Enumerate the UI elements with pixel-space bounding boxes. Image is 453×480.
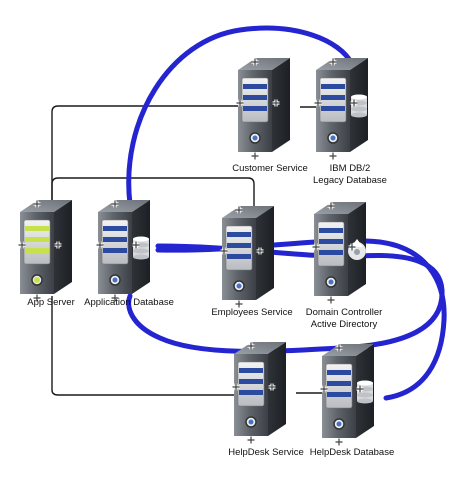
connector-bottom-icon: [111, 294, 119, 302]
connector-right-icon: [268, 383, 276, 391]
drive-bay: [25, 237, 49, 242]
label-app-server: App Server: [27, 297, 75, 308]
drive-bay: [239, 390, 263, 395]
server-ibm-db2[interactable]: [314, 58, 369, 160]
drive-bay: [239, 379, 263, 384]
drive-bay: [243, 95, 267, 100]
server-helpdesk-service[interactable]: [232, 342, 287, 444]
connector-left-icon: [232, 383, 240, 391]
connector-top-icon: [335, 344, 343, 352]
connector-bottom-icon: [33, 294, 41, 302]
connector-top-icon: [33, 200, 41, 208]
drive-bay: [319, 250, 343, 255]
label-helpdesk-database: HelpDesk Database: [309, 447, 395, 458]
drive-bay: [243, 106, 267, 111]
database-icon: [357, 380, 373, 404]
connector-left-icon: [236, 99, 244, 107]
connector-right-icon: [350, 99, 358, 107]
connector-bottom-icon: [327, 296, 335, 304]
link-app-server-helpdesk-service: [51, 296, 236, 396]
connector-left-icon: [18, 241, 26, 249]
drive-bay: [327, 381, 351, 386]
drive-bay: [227, 243, 251, 248]
drive-bay: [227, 254, 251, 259]
connector-right-icon: [256, 247, 264, 255]
drive-bay: [25, 226, 49, 231]
thin-links: [51, 105, 324, 396]
drive-bay: [103, 248, 127, 253]
connector-right-icon: [54, 241, 62, 249]
drive-bay: [321, 106, 345, 111]
server-app-server[interactable]: [18, 200, 73, 302]
connector-top-icon: [327, 202, 335, 210]
link-app-server-customer-service: [51, 105, 240, 205]
label-customer-service: Customer Service: [232, 163, 308, 174]
connector-top-icon: [235, 206, 243, 214]
connector-bottom-icon: [329, 152, 337, 160]
drive-bay: [239, 368, 263, 373]
drive-bay: [103, 226, 127, 231]
connector-right-icon: [132, 241, 140, 249]
server-employees-service[interactable]: [220, 206, 275, 308]
connector-bottom-icon: [335, 438, 343, 446]
server-application-database[interactable]: [96, 200, 151, 302]
link-app-server-employees-service: [51, 177, 255, 212]
connector-left-icon: [220, 247, 228, 255]
server-customer-service[interactable]: [236, 58, 291, 160]
connector-bottom-icon: [247, 436, 255, 444]
label-application-database: Application Database: [84, 297, 174, 308]
server-helpdesk-database[interactable]: [320, 344, 375, 446]
drive-bay: [25, 248, 49, 253]
drive-bay: [321, 95, 345, 100]
connector-top-icon: [329, 58, 337, 66]
connector-top-icon: [247, 342, 255, 350]
connector-left-icon: [96, 241, 104, 249]
label-helpdesk-service: HelpDesk Service: [228, 447, 304, 458]
connector-left-icon: [314, 99, 322, 107]
drive-bay: [227, 232, 251, 237]
connector-left-icon: [312, 243, 320, 251]
drive-bay: [319, 239, 343, 244]
drive-bay: [327, 370, 351, 375]
drive-bay: [103, 237, 127, 242]
link-application-database-domain-controller: [126, 243, 445, 354]
link-application-database-ibm-db2: [126, 25, 355, 207]
connector-top-icon: [251, 58, 259, 66]
drive-bay: [327, 392, 351, 397]
server-domain-controller[interactable]: [312, 202, 367, 304]
connector-bottom-icon: [235, 300, 243, 308]
connector-right-icon: [272, 99, 280, 107]
connector-right-icon: [356, 385, 364, 393]
drive-bay: [243, 84, 267, 89]
connector-left-icon: [320, 385, 328, 393]
label-employees-service: Employees Service: [211, 307, 293, 318]
drive-bay: [321, 84, 345, 89]
link-application-database-helpdesk-database: [155, 238, 447, 401]
connector-top-icon: [111, 200, 119, 208]
drive-bay: [319, 228, 343, 233]
connector-right-icon: [348, 243, 356, 251]
connector-bottom-icon: [251, 152, 259, 160]
